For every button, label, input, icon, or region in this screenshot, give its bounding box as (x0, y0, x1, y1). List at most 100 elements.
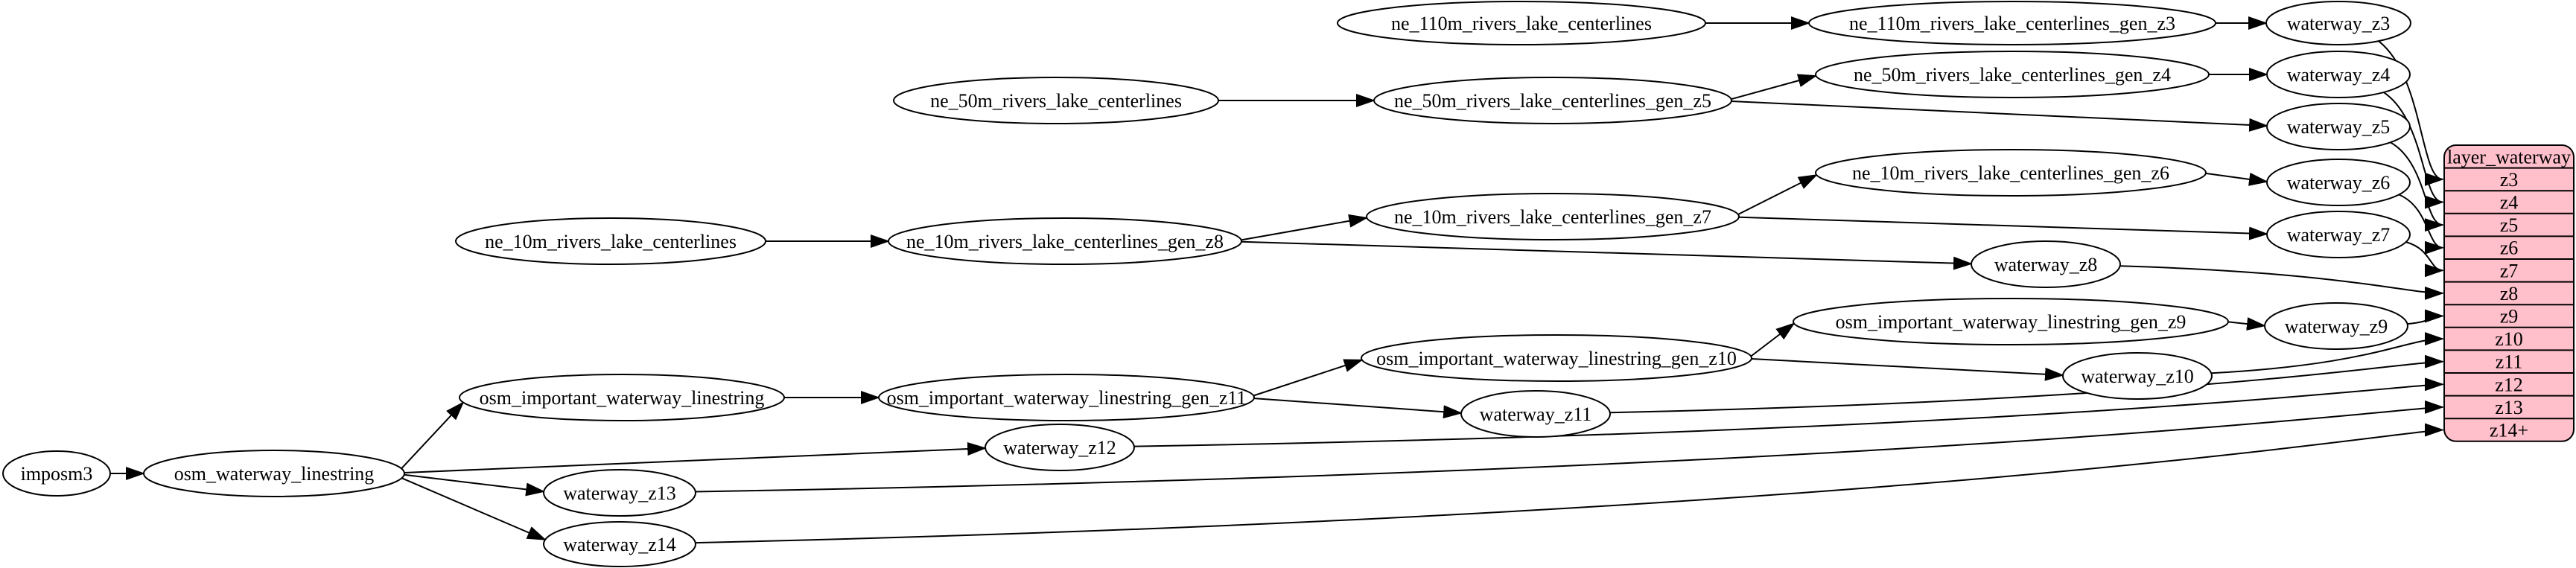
node-ellipse-ne_110m_rivers_lake_centerlines_gen_z3 (1808, 1, 2216, 45)
node-ellipse-waterway_z14 (543, 521, 696, 567)
node-ne_110m_rivers_lake_centerlines: ne_110m_rivers_lake_centerlines (1337, 1, 1706, 45)
table-row-label-z4: z4 (2500, 192, 2519, 214)
node-label-osm_important_waterway_linestring_gen_z11: osm_important_waterway_linestring_gen_z1… (887, 387, 1247, 409)
node-label-waterway_z11: waterway_z11 (1480, 403, 1592, 425)
node-label-ne_50m_rivers_lake_centerlines_gen_z5: ne_50m_rivers_lake_centerlines_gen_z5 (1394, 90, 1711, 112)
node-label-osm_important_waterway_linestring_gen_z9: osm_important_waterway_linestring_gen_z9 (1836, 311, 2187, 333)
table-row-label-z11: z11 (2496, 351, 2523, 373)
edge-waterway_z6-to-layer_waterway-z6 (2399, 194, 2444, 255)
table-row-label-z6: z6 (2500, 237, 2519, 259)
edge-waterway_z5-to-layer_waterway-z5 (2390, 141, 2444, 232)
edge-waterway_z7-to-layer_waterway-z7 (2405, 241, 2444, 278)
node-ellipse-osm_important_waterway_linestring_gen_z10 (1361, 334, 1752, 382)
edge-osm_waterway_linestring-to-waterway_z12 (404, 442, 988, 473)
node-ellipse-waterway_z10 (2062, 352, 2213, 400)
node-ne_10m_rivers_lake_centerlines_gen_z6: ne_10m_rivers_lake_centerlines_gen_z6 (1815, 149, 2207, 197)
table-layer-waterway: layer_waterwayz3z4z5z6z7z8z9z10z11z12z13… (2443, 144, 2575, 442)
edge-ne_50m_rivers_lake_centerlines_gen_z5-to-waterway_z5 (1731, 100, 2269, 132)
node-ellipse-osm_waterway_linestring (143, 450, 405, 497)
node-ellipse-ne_50m_rivers_lake_centerlines_gen_z4 (1815, 51, 2210, 98)
node-ne_50m_rivers_lake_centerlines_gen_z5: ne_50m_rivers_lake_centerlines_gen_z5 (1373, 77, 1732, 124)
node-label-osm_important_waterway_linestring: osm_important_waterway_linestring (480, 387, 765, 409)
node-ellipse-waterway_z7 (2266, 211, 2411, 258)
node-osm_important_waterway_linestring_gen_z9: osm_important_waterway_linestring_gen_z9 (1793, 298, 2229, 345)
edge-osm_important_waterway_linestring_gen_z10-to-osm_important_waterway_linestring_gen_z9 (1750, 322, 1796, 357)
edge-waterway_z14-to-layer_waterway-z14+ (695, 423, 2444, 544)
edge-waterway_z10-to-layer_waterway-z10 (2211, 332, 2444, 374)
node-ellipse-waterway_z13 (543, 469, 696, 517)
table-row-label-z12: z12 (2495, 374, 2523, 395)
node-waterway_z13: waterway_z13 (543, 469, 696, 517)
node-ellipse-imposm3 (2, 450, 111, 497)
node-ne_10m_rivers_lake_centerlines: ne_10m_rivers_lake_centerlines (455, 217, 766, 265)
node-ellipse-ne_110m_rivers_lake_centerlines (1337, 1, 1706, 45)
node-label-waterway_z12: waterway_z12 (1003, 437, 1116, 459)
node-label-ne_50m_rivers_lake_centerlines: ne_50m_rivers_lake_centerlines (930, 90, 1182, 112)
node-ne_50m_rivers_lake_centerlines_gen_z4: ne_50m_rivers_lake_centerlines_gen_z4 (1815, 51, 2210, 98)
node-waterway_z11: waterway_z11 (1460, 390, 1611, 438)
node-ellipse-ne_50m_rivers_lake_centerlines_gen_z5 (1373, 77, 1732, 124)
node-ellipse-osm_important_waterway_linestring_gen_z11 (878, 374, 1255, 421)
node-ellipse-osm_important_waterway_linestring (459, 374, 785, 421)
node-label-waterway_z14: waterway_z14 (563, 534, 676, 555)
node-waterway_z7: waterway_z7 (2266, 211, 2411, 258)
edge-waterway_z8-to-layer_waterway-z8 (2119, 265, 2444, 300)
node-label-waterway_z10: waterway_z10 (2081, 366, 2194, 387)
node-label-ne_10m_rivers_lake_centerlines_gen_z6: ne_10m_rivers_lake_centerlines_gen_z6 (1852, 162, 2169, 184)
node-label-ne_10m_rivers_lake_centerlines: ne_10m_rivers_lake_centerlines (485, 231, 737, 252)
node-ellipse-waterway_z8 (1971, 240, 2121, 288)
node-label-ne_10m_rivers_lake_centerlines_gen_z7: ne_10m_rivers_lake_centerlines_gen_z7 (1394, 206, 1711, 228)
node-ne_110m_rivers_lake_centerlines_gen_z3: ne_110m_rivers_lake_centerlines_gen_z3 (1808, 1, 2216, 45)
node-label-waterway_z9: waterway_z9 (2285, 316, 2388, 337)
node-osm_important_waterway_linestring: osm_important_waterway_linestring (459, 374, 785, 421)
node-label-osm_waterway_linestring: osm_waterway_linestring (174, 463, 375, 485)
node-imposm3: imposm3 (2, 450, 111, 497)
node-label-ne_10m_rivers_lake_centerlines_gen_z8: ne_10m_rivers_lake_centerlines_gen_z8 (906, 231, 1224, 252)
node-ellipse-waterway_z11 (1460, 390, 1611, 438)
table-background (2443, 144, 2575, 442)
edge-waterway_z13-to-layer_waterway-z13 (695, 400, 2444, 493)
edge-osm_waterway_linestring-to-waterway_z14 (401, 477, 547, 540)
edge-osm_important_waterway_linestring_gen_z9-to-waterway_z9 (2227, 317, 2266, 331)
node-ellipse-ne_10m_rivers_lake_centerlines (455, 217, 766, 265)
node-label-waterway_z5: waterway_z5 (2287, 116, 2391, 138)
edge-waterway_z4-to-layer_waterway-z4 (2383, 92, 2444, 209)
edge-ne_10m_rivers_lake_centerlines_gen_z8-to-ne_10m_rivers_lake_centerlines_gen_z7 (1241, 214, 1369, 241)
node-label-waterway_z3: waterway_z3 (2287, 13, 2391, 34)
edges-layer (110, 16, 2444, 544)
table-row-label-z5: z5 (2500, 214, 2519, 236)
node-label-osm_important_waterway_linestring_gen_z10: osm_important_waterway_linestring_gen_z1… (1376, 348, 1737, 369)
node-label-waterway_z7: waterway_z7 (2287, 224, 2391, 246)
node-osm_important_waterway_linestring_gen_z11: osm_important_waterway_linestring_gen_z1… (878, 374, 1255, 421)
node-ellipse-waterway_z6 (2266, 159, 2411, 206)
node-ellipse-ne_50m_rivers_lake_centerlines (893, 77, 1219, 124)
edge-ne_50m_rivers_lake_centerlines_gen_z5-to-ne_50m_rivers_lake_centerlines_gen_z4 (1731, 74, 1818, 100)
node-label-ne_110m_rivers_lake_centerlines: ne_110m_rivers_lake_centerlines (1391, 13, 1652, 34)
node-ellipse-ne_10m_rivers_lake_centerlines_gen_z6 (1815, 149, 2207, 197)
edge-osm_waterway_linestring-to-waterway_z13 (404, 473, 546, 497)
table-row-label-z13: z13 (2495, 397, 2523, 418)
node-ellipse-waterway_z3 (2265, 1, 2411, 45)
node-label-waterway_z13: waterway_z13 (563, 482, 676, 504)
node-waterway_z9: waterway_z9 (2264, 302, 2408, 350)
node-waterway_z5: waterway_z5 (2266, 103, 2411, 150)
node-ne_10m_rivers_lake_centerlines_gen_z8: ne_10m_rivers_lake_centerlines_gen_z8 (888, 217, 1242, 265)
edge-ne_10m_rivers_lake_centerlines_gen_z6-to-waterway_z6 (2205, 172, 2268, 186)
table-row-label-z8: z8 (2500, 283, 2519, 304)
table-row-label-z3: z3 (2500, 169, 2519, 191)
node-label-waterway_z4: waterway_z4 (2287, 64, 2391, 86)
edge-ne_10m_rivers_lake_centerlines_gen_z8-to-waterway_z8 (1241, 240, 1973, 270)
node-label-waterway_z8: waterway_z8 (1994, 254, 2098, 275)
node-osm_important_waterway_linestring_gen_z10: osm_important_waterway_linestring_gen_z1… (1361, 334, 1752, 382)
edge-waterway_z12-to-layer_waterway-z12 (1133, 377, 2444, 447)
node-ellipse-osm_important_waterway_linestring_gen_z9 (1793, 298, 2229, 345)
table-header: layer_waterway (2447, 146, 2571, 167)
node-ne_10m_rivers_lake_centerlines_gen_z7: ne_10m_rivers_lake_centerlines_gen_z7 (1366, 193, 1740, 240)
node-waterway_z12: waterway_z12 (985, 424, 1135, 471)
node-waterway_z8: waterway_z8 (1971, 240, 2121, 288)
edge-osm_important_waterway_linestring_gen_z11-to-osm_important_waterway_linestring_gen_z10 (1253, 359, 1364, 397)
node-ellipse-ne_10m_rivers_lake_centerlines_gen_z8 (888, 217, 1242, 265)
edge-osm_important_waterway_linestring_gen_z11-to-waterway_z11 (1253, 398, 1463, 419)
node-ellipse-waterway_z4 (2266, 51, 2411, 98)
